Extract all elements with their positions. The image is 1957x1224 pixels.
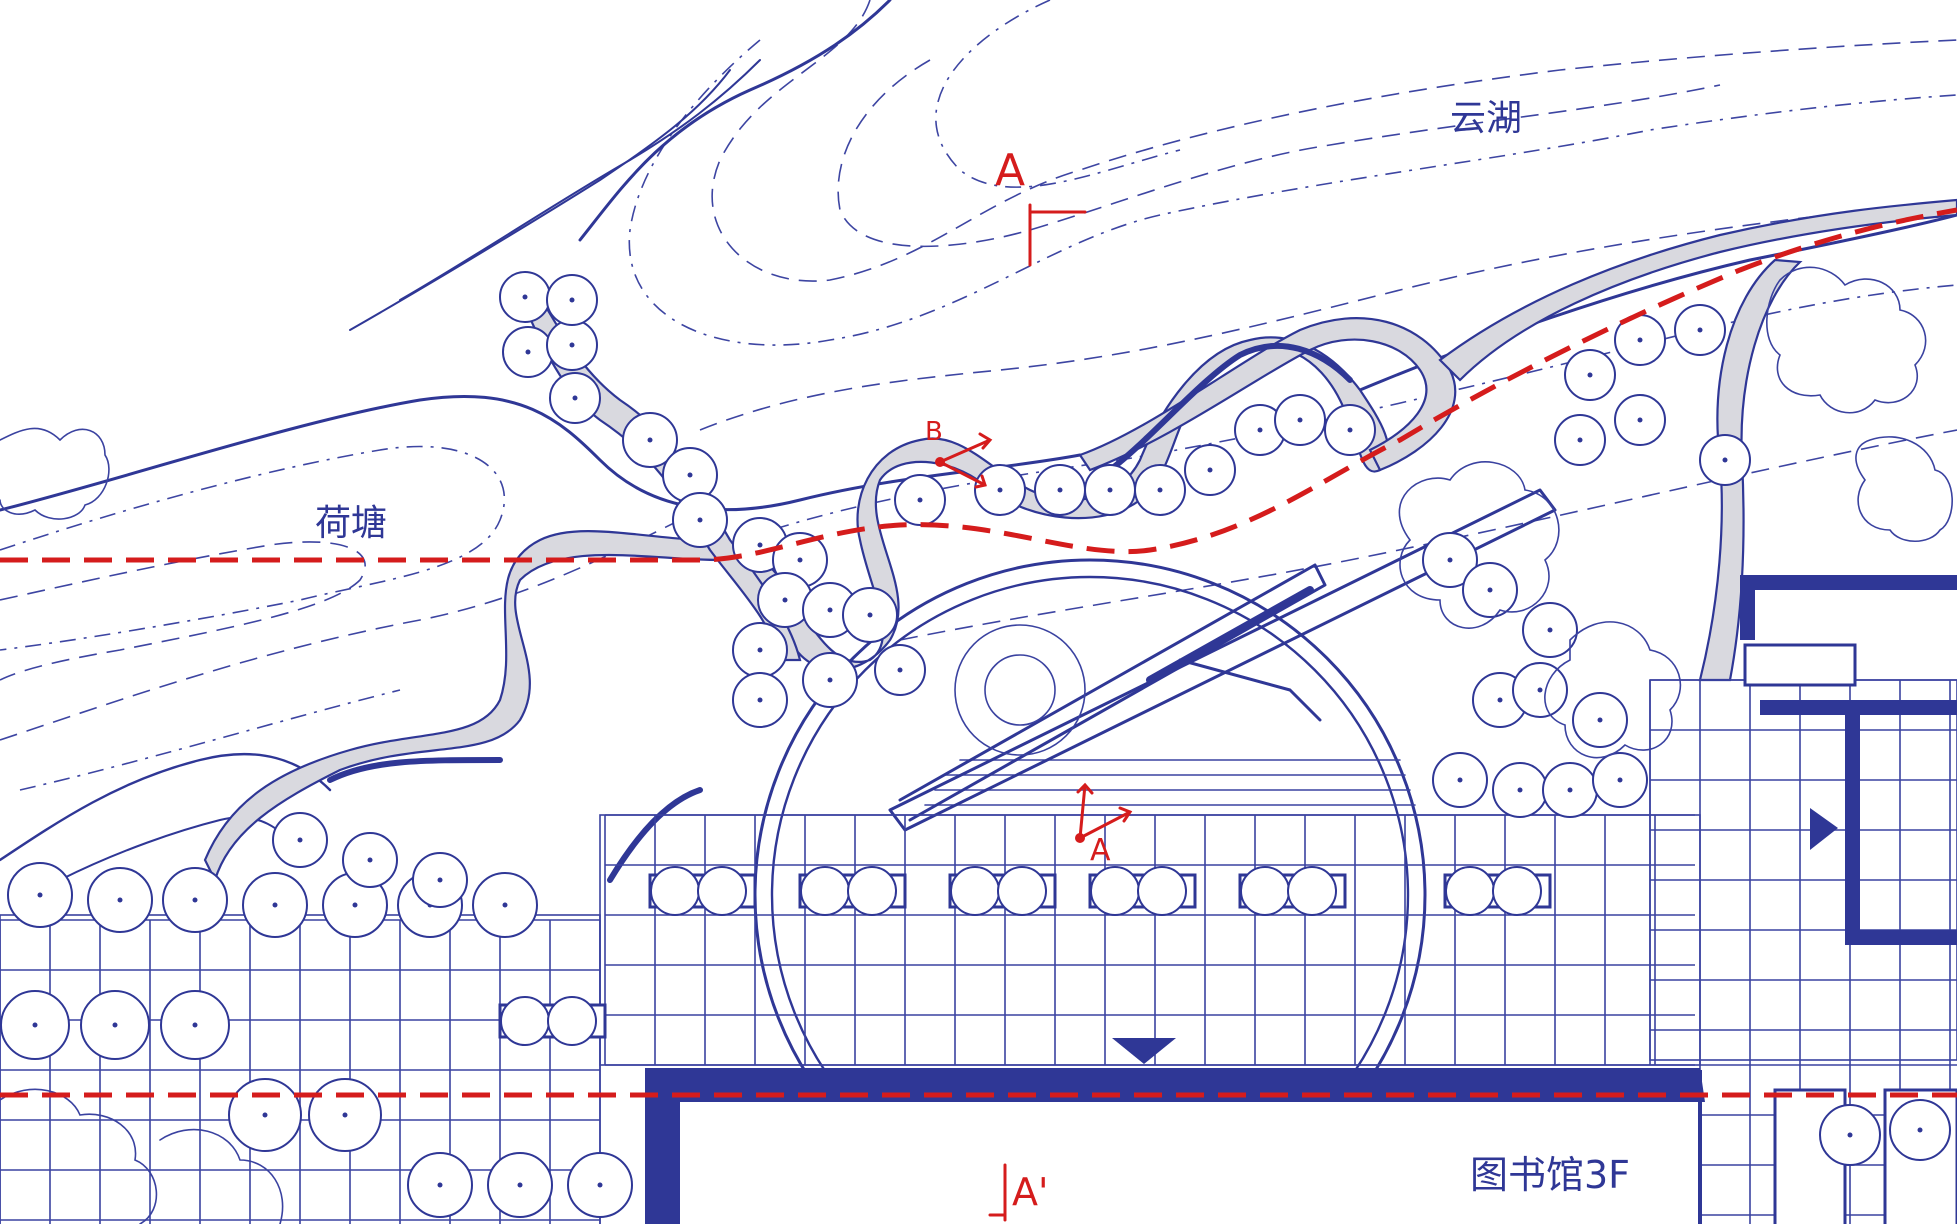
diagonal-bridge: [888, 488, 1557, 832]
tree-trunk-dot: [192, 897, 198, 903]
tree-trunk-dot: [1917, 1127, 1923, 1133]
tree-trunk-dot: [1637, 417, 1643, 423]
tree-trunk-dot: [1637, 337, 1643, 343]
view-direction-icon: B: [925, 417, 993, 489]
boardwalk: [203, 198, 1957, 883]
library-label: 图书馆3F: [1470, 1153, 1630, 1197]
planter-tree: [697, 866, 747, 916]
section-marker-a-bottom: A': [988, 1163, 1048, 1222]
tree-trunk-dot: [1547, 627, 1553, 633]
planter-tree: [997, 866, 1047, 916]
pond-label: 荷塘: [315, 503, 387, 544]
tree-trunk-dot: [1597, 717, 1603, 723]
bench-planters: [498, 866, 1552, 1046]
tree-trunk-dot: [1157, 487, 1163, 493]
planter-tree: [1287, 866, 1337, 916]
tree-trunk-dot: [437, 877, 443, 883]
tree-trunk-dot: [827, 607, 833, 613]
tree-trunk-dot: [897, 667, 903, 673]
pond-contours: [0, 445, 681, 791]
tree-trunk-dot: [525, 349, 531, 355]
planter-tree: [1137, 866, 1187, 916]
tree-trunk-dot: [367, 857, 373, 863]
tree-trunk-dot: [297, 837, 303, 843]
tree-trunk-dot: [1447, 557, 1453, 563]
library-building: [645, 1068, 1705, 1224]
section-label-a-bottom: A': [1012, 1170, 1048, 1214]
tree-trunk-dot: [437, 1182, 443, 1188]
tree-trunk-dot: [1297, 417, 1303, 423]
tree-trunk-dot: [342, 1112, 348, 1118]
tree-trunk-dot: [1347, 427, 1353, 433]
tree-trunk-dot: [272, 902, 278, 908]
tree-trunk-dot: [1697, 327, 1703, 333]
view-direction-icon: A: [1075, 782, 1133, 868]
tree-trunk-dot: [1722, 457, 1728, 463]
planter-tree: [1492, 866, 1542, 916]
tree-trunk-dot: [502, 902, 508, 908]
section-label-a-top: A: [995, 145, 1025, 196]
tree-trunk-dot: [997, 487, 1003, 493]
tree-trunk-dot: [522, 294, 528, 300]
planter-tree: [547, 996, 597, 1046]
tree-trunk-dot: [572, 395, 578, 401]
tree-trunk-dot: [1587, 372, 1593, 378]
lake-label: 云湖: [1450, 98, 1522, 139]
planter-tree: [650, 866, 700, 916]
tree-trunk-dot: [1847, 1132, 1853, 1138]
planter-tree: [1090, 866, 1140, 916]
tree-trunk-dot: [1457, 777, 1463, 783]
tree-trunk-dot: [1487, 587, 1493, 593]
tree-trunk-dot: [797, 557, 803, 563]
tree-trunk-dot: [352, 902, 358, 908]
tree-trunk-dot: [1207, 467, 1213, 473]
tree-trunk-dot: [262, 1112, 268, 1118]
tree-trunk-dot: [827, 677, 833, 683]
tree-trunk-dot: [32, 1022, 38, 1028]
tree-trunk-dot: [569, 297, 575, 303]
planter-tree: [1445, 866, 1495, 916]
tree-trunk-dot: [192, 1022, 198, 1028]
tree-trunk-dot: [917, 497, 923, 503]
planter-tree: [847, 866, 897, 916]
tree-trunk-dot: [1107, 487, 1113, 493]
planter-tree: [800, 866, 850, 916]
view-label-a: A: [1090, 833, 1111, 868]
tree-trunk-dot: [757, 542, 763, 548]
tree-trunk-dot: [757, 697, 763, 703]
view-label-b: B: [925, 417, 943, 447]
section-lines: [0, 207, 1957, 1098]
tree-trunk-dot: [1537, 687, 1543, 693]
tree-trunk-dot: [757, 647, 763, 653]
tree-trunk-dot: [569, 342, 575, 348]
tree-trunk-dot: [517, 1182, 523, 1188]
triangle-right-icon: [1810, 808, 1838, 850]
planter-tree: [1240, 866, 1290, 916]
tree-trunk-dot: [687, 472, 693, 478]
tree-trunk-dot: [1497, 697, 1503, 703]
tree-trunk-dot: [1257, 427, 1263, 433]
tree-trunk-dot: [1577, 437, 1583, 443]
shorelines: [0, 0, 1957, 881]
tree-trunk-dot: [1567, 787, 1573, 793]
planter-tree: [500, 996, 550, 1046]
trees: [0, 271, 1951, 1218]
shrubs: [0, 266, 1953, 1224]
tree-trunk-dot: [782, 597, 788, 603]
tree-trunk-dot: [112, 1022, 118, 1028]
tree-trunk-dot: [37, 892, 43, 898]
tree-trunk-dot: [1057, 487, 1063, 493]
tree-trunk-dot: [867, 612, 873, 618]
tree-trunk-dot: [117, 897, 123, 903]
tree-trunk-dot: [697, 517, 703, 523]
tree-trunk-dot: [597, 1182, 603, 1188]
tree-trunk-dot: [1517, 787, 1523, 793]
section-marker-a-top: A: [995, 145, 1087, 267]
tree-trunk-dot: [1617, 777, 1623, 783]
tree-trunk-dot: [647, 437, 653, 443]
planter-tree: [950, 866, 1000, 916]
triangle-down-icon: [1112, 1038, 1176, 1064]
